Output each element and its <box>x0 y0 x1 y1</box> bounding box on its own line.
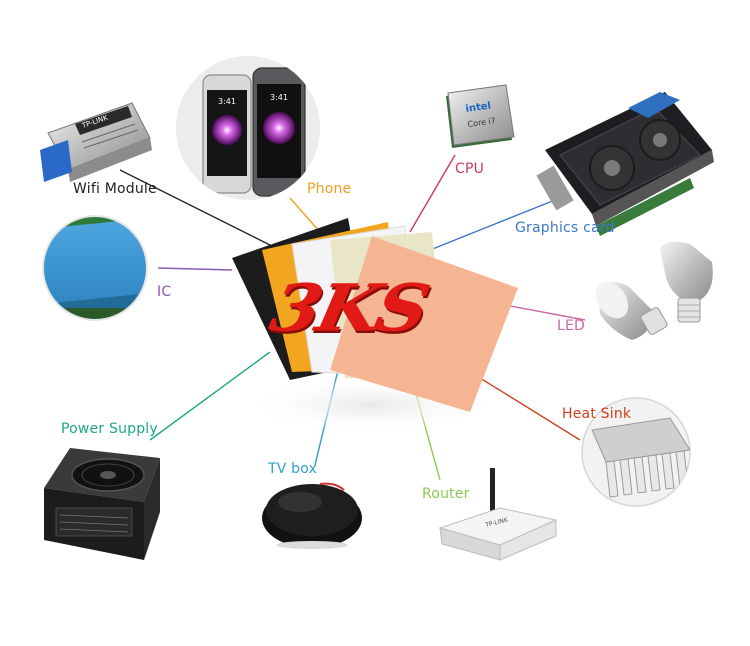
label-power-supply: Power Supply <box>61 421 158 437</box>
cpu-brand-text: intel <box>465 101 492 115</box>
phone-time-right: 3:41 <box>270 93 288 102</box>
label-ic: IC <box>157 284 172 300</box>
label-phone: Phone <box>307 181 352 197</box>
power-supply-illustration <box>44 448 160 560</box>
wifi-module-illustration: TP-LINK <box>40 102 152 182</box>
ic-illustration <box>42 215 148 321</box>
tv-box-illustration <box>262 482 362 549</box>
label-wifi-module: Wifi Module <box>73 181 157 197</box>
phone-illustration: 3:41 3:41 <box>176 56 320 200</box>
wire-led <box>504 304 586 321</box>
wire-heat-sink <box>479 377 581 441</box>
wire-graphics-card <box>429 199 556 251</box>
pad-pink <box>330 236 518 412</box>
router-illustration: TP-LINK <box>438 468 558 561</box>
graphics-card-illustration <box>536 92 714 236</box>
heat-sink-illustration <box>581 397 691 507</box>
phone-time-left: 3:41 <box>218 97 236 106</box>
wire-cpu <box>409 154 456 233</box>
cpu-model-text: Core i7 <box>467 116 496 129</box>
label-heat-sink: Heat Sink <box>562 406 632 422</box>
wire-wifi-module <box>119 169 281 251</box>
led-illustration <box>595 241 713 340</box>
label-led: LED <box>557 318 586 334</box>
label-graphics-card: Graphics card <box>515 220 615 236</box>
wire-phone <box>289 197 321 233</box>
wire-ic <box>157 267 233 271</box>
thermal-pads <box>232 218 518 412</box>
label-router: Router <box>422 486 470 502</box>
label-cpu: CPU <box>455 161 485 177</box>
wire-power-supply <box>149 351 271 441</box>
label-tv-box: TV box <box>268 461 318 477</box>
cpu-illustration: intel Core i7 <box>446 84 515 148</box>
brand-logo: 3KS <box>263 269 433 346</box>
